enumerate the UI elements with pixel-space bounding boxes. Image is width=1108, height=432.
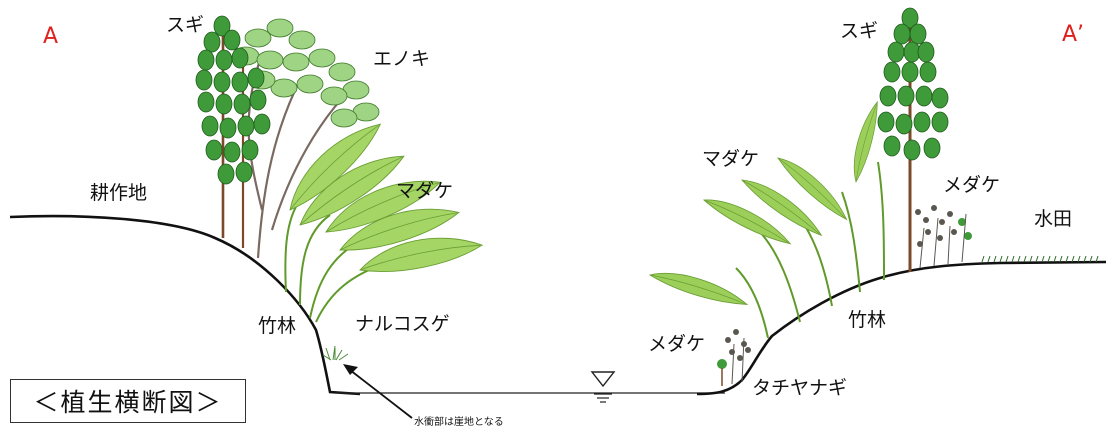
annotation-arrow: [343, 364, 412, 418]
label-tachiyanagi: タチヤナギ: [752, 379, 847, 398]
right-madake-bamboo: [649, 100, 884, 338]
annotation-scour-zone: 水衝部は崖地となる: [414, 418, 504, 428]
label-right-bamboo-forest: 竹林: [848, 311, 886, 330]
right-sugi-tree: [878, 8, 948, 272]
label-right-sugi: スギ: [840, 22, 878, 41]
diagram-title: ＜植生横断図＞: [10, 379, 246, 423]
left-sugi-tree: [196, 16, 270, 248]
label-narukosuge: ナルコスゲ: [355, 315, 450, 334]
section-mark-right: A’: [1062, 24, 1084, 46]
label-left-bamboo-forest: 竹林: [258, 317, 296, 336]
label-right-madake: マダケ: [702, 150, 759, 169]
narukosuge-sedge: [323, 346, 348, 360]
label-left-sugi: スギ: [166, 16, 204, 35]
right-medake-upper: [915, 205, 972, 268]
left-madake-bamboo: [275, 115, 484, 322]
right-medake-lower: [717, 329, 751, 386]
label-left-madake: マダケ: [396, 182, 453, 201]
label-enoki: エノキ: [373, 50, 430, 69]
label-paddy: 水田: [1034, 210, 1072, 229]
label-right-medake-lower: メダケ: [648, 335, 705, 354]
label-farmland: 耕作地: [90, 184, 147, 203]
section-mark-left: A: [43, 26, 58, 48]
water-level-symbol: [592, 372, 614, 402]
label-right-medake-upper: メダケ: [943, 176, 1000, 195]
right-bank-ground-line: [697, 262, 1106, 394]
left-bank-ground-line: [10, 216, 360, 394]
